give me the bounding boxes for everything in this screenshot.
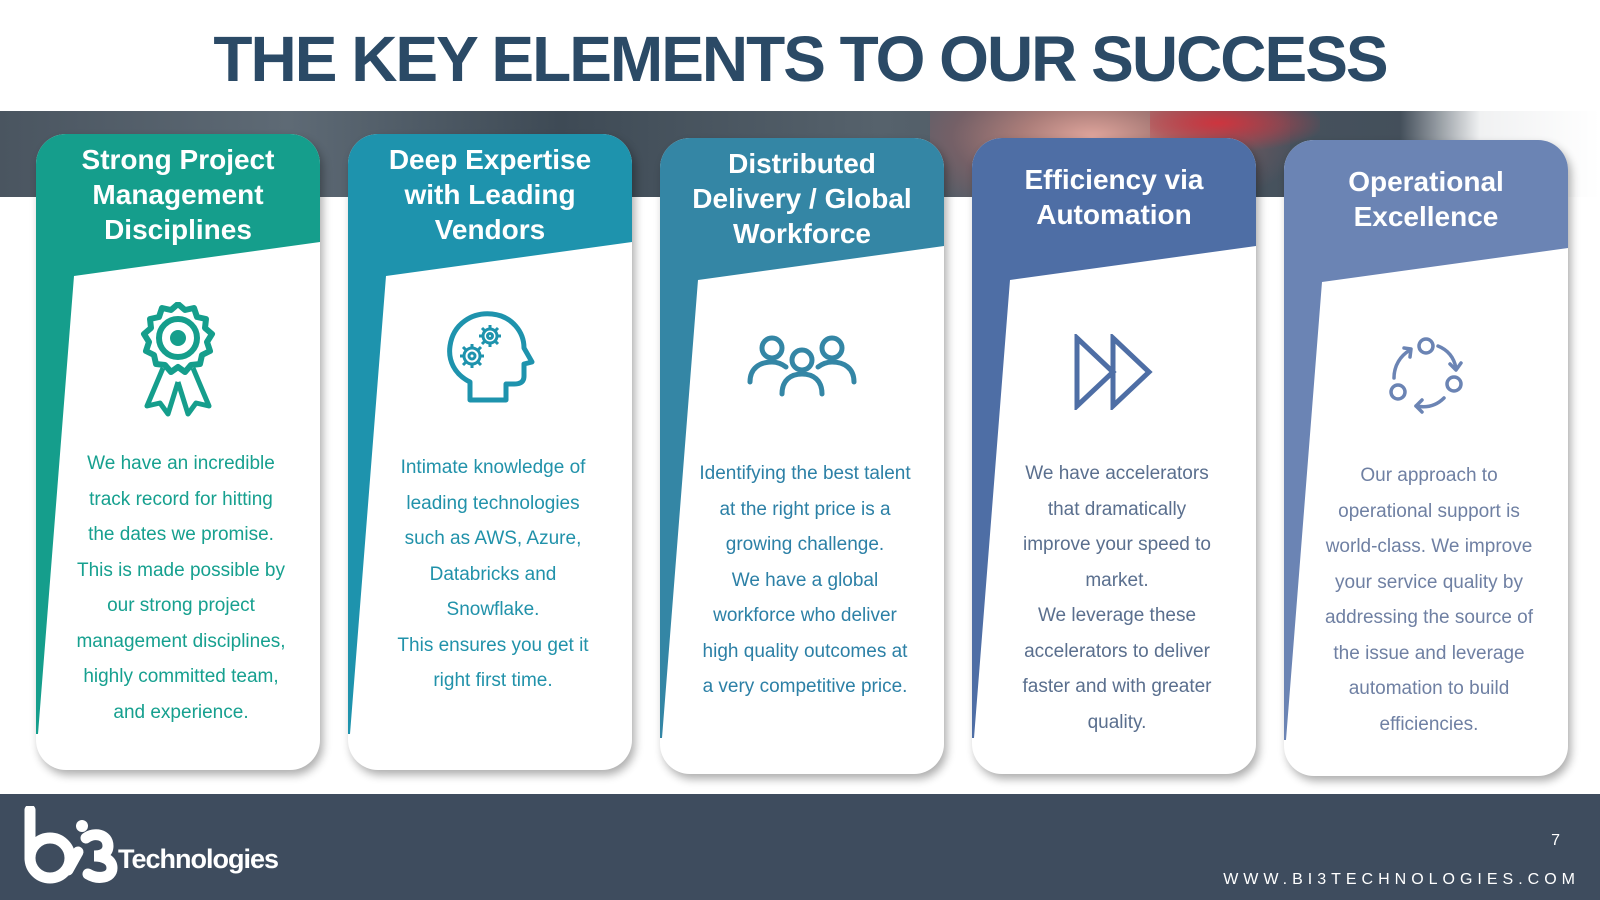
card-header-shape (348, 134, 632, 770)
card-description: Intimate knowledge of leading technologi… (378, 450, 608, 699)
card-text-line: highly committed team, (83, 666, 279, 687)
card-text-line: at the right price is a (719, 498, 891, 520)
card-text-line: and experience. (113, 701, 249, 723)
fast-forward-icon (972, 334, 1256, 410)
footer: Technologies 7 WWW.BI3TECHNOLOGIES.COM (0, 794, 1600, 900)
card-description: We have an incredible track record for h… (66, 446, 296, 730)
card-text-line: a very competitive price. (702, 676, 908, 697)
card-text-line: leading technologies (406, 492, 580, 514)
card-text-line: faster and with greater (1022, 676, 1212, 697)
card-text-line: the issue and leverage (1333, 642, 1525, 664)
card-description: We have accelerators that dramatically i… (1002, 456, 1232, 740)
card-global-workforce: Distributed Delivery / Global Workforce … (660, 138, 944, 774)
card-title-line: Management (92, 179, 264, 210)
card-text-line: Snowflake. (446, 599, 540, 620)
card-header-shape (660, 138, 944, 774)
card-text-line: We have accelerators (1025, 463, 1209, 484)
card-text-line: Intimate knowledge of (400, 457, 586, 478)
card-text-line: high quality outcomes at (702, 640, 908, 662)
card-text-line: accelerators to deliver (1024, 640, 1210, 662)
team-people-icon (660, 334, 944, 398)
card-title: Distributed Delivery / Global Workforce (670, 146, 934, 251)
card-project-management: Strong Project Management Disciplines We… (36, 134, 320, 770)
card-text-line: such as AWS, Azure, (404, 528, 582, 549)
card-text-line: workforce who deliver (713, 605, 897, 626)
card-text-line: management disciplines, (76, 630, 286, 652)
card-description: Our approach to operational support is w… (1306, 458, 1552, 742)
card-text-line: We have a global (731, 569, 879, 591)
card-title-line: Deep Expertise (388, 144, 592, 175)
card-title-line: Vendors (434, 214, 546, 245)
logo-wordmark: Technologies (118, 844, 279, 874)
card-text-line: This ensures you get it (397, 634, 589, 656)
card-text-line: track record for hitting (89, 488, 273, 510)
cycle-arrows-icon (1284, 336, 1568, 416)
card-title-line: Efficiency via (1024, 164, 1204, 195)
card-text-line: that dramatically (1047, 498, 1187, 520)
card-text-line: market. (1085, 569, 1149, 591)
card-operational-excellence: Operational Excellence Our approach to o… (1284, 140, 1568, 776)
card-description: Identifying the best talent at the right… (680, 456, 930, 705)
card-text-line: our strong project (107, 595, 255, 616)
card-header-shape (972, 138, 1256, 774)
card-text-line: right first time. (433, 670, 553, 691)
head-gears-icon (348, 308, 632, 408)
card-text-line: addressing the source of (1324, 607, 1534, 628)
card-automation: Efficiency via Automation We have accele… (972, 138, 1256, 774)
card-header-shape (36, 134, 320, 770)
card-text-line: We leverage these (1037, 605, 1197, 626)
card-title-line: Workforce (733, 218, 871, 249)
card-text-line: efficiencies. (1379, 713, 1479, 735)
card-title: Strong Project Management Disciplines (46, 142, 310, 247)
card-title-line: Strong Project (81, 144, 275, 175)
card-text-line: Databricks and (429, 563, 557, 585)
card-title: Efficiency via Automation (982, 162, 1246, 232)
card-vendor-expertise: Deep Expertise with Leading Vendors Inti… (348, 134, 632, 770)
website-link[interactable]: WWW.BI3TECHNOLOGIES.COM (1223, 871, 1580, 888)
card-text-line: We have an incredible (87, 453, 275, 474)
card-text-line: world-class. We improve (1325, 536, 1533, 557)
card-title: Deep Expertise with Leading Vendors (358, 142, 622, 247)
page-number: 7 (1551, 832, 1560, 849)
card-text-line: Identifying the best talent (699, 463, 911, 484)
card-title: Operational Excellence (1294, 164, 1558, 234)
card-text-line: the dates we promise. (88, 524, 274, 545)
card-title-line: Excellence (1353, 201, 1499, 232)
card-text-line: operational support is (1338, 500, 1520, 522)
page-title: THE KEY ELEMENTS TO OUR SUCCESS (213, 23, 1388, 95)
card-text-line: growing challenge. (725, 534, 885, 555)
card-title-line: Disciplines (104, 214, 252, 245)
card-title-line: Automation (1036, 199, 1192, 230)
card-text-line: Our approach to (1360, 465, 1498, 486)
card-title-line: with Leading (404, 179, 576, 210)
card-title-line: Distributed (728, 148, 876, 179)
company-logo[interactable] (20, 804, 120, 889)
card-text-line: your service quality by (1335, 571, 1523, 593)
award-ribbon-icon (36, 302, 320, 418)
card-title-line: Operational (1348, 166, 1504, 197)
card-title-line: Delivery / Global (692, 183, 912, 214)
card-header-shape (1284, 140, 1568, 776)
card-text-line: This is made possible by (76, 559, 286, 581)
card-text-line: improve your speed to (1023, 534, 1211, 555)
card-text-line: automation to build (1348, 678, 1510, 699)
card-text-line: quality. (1087, 711, 1147, 733)
